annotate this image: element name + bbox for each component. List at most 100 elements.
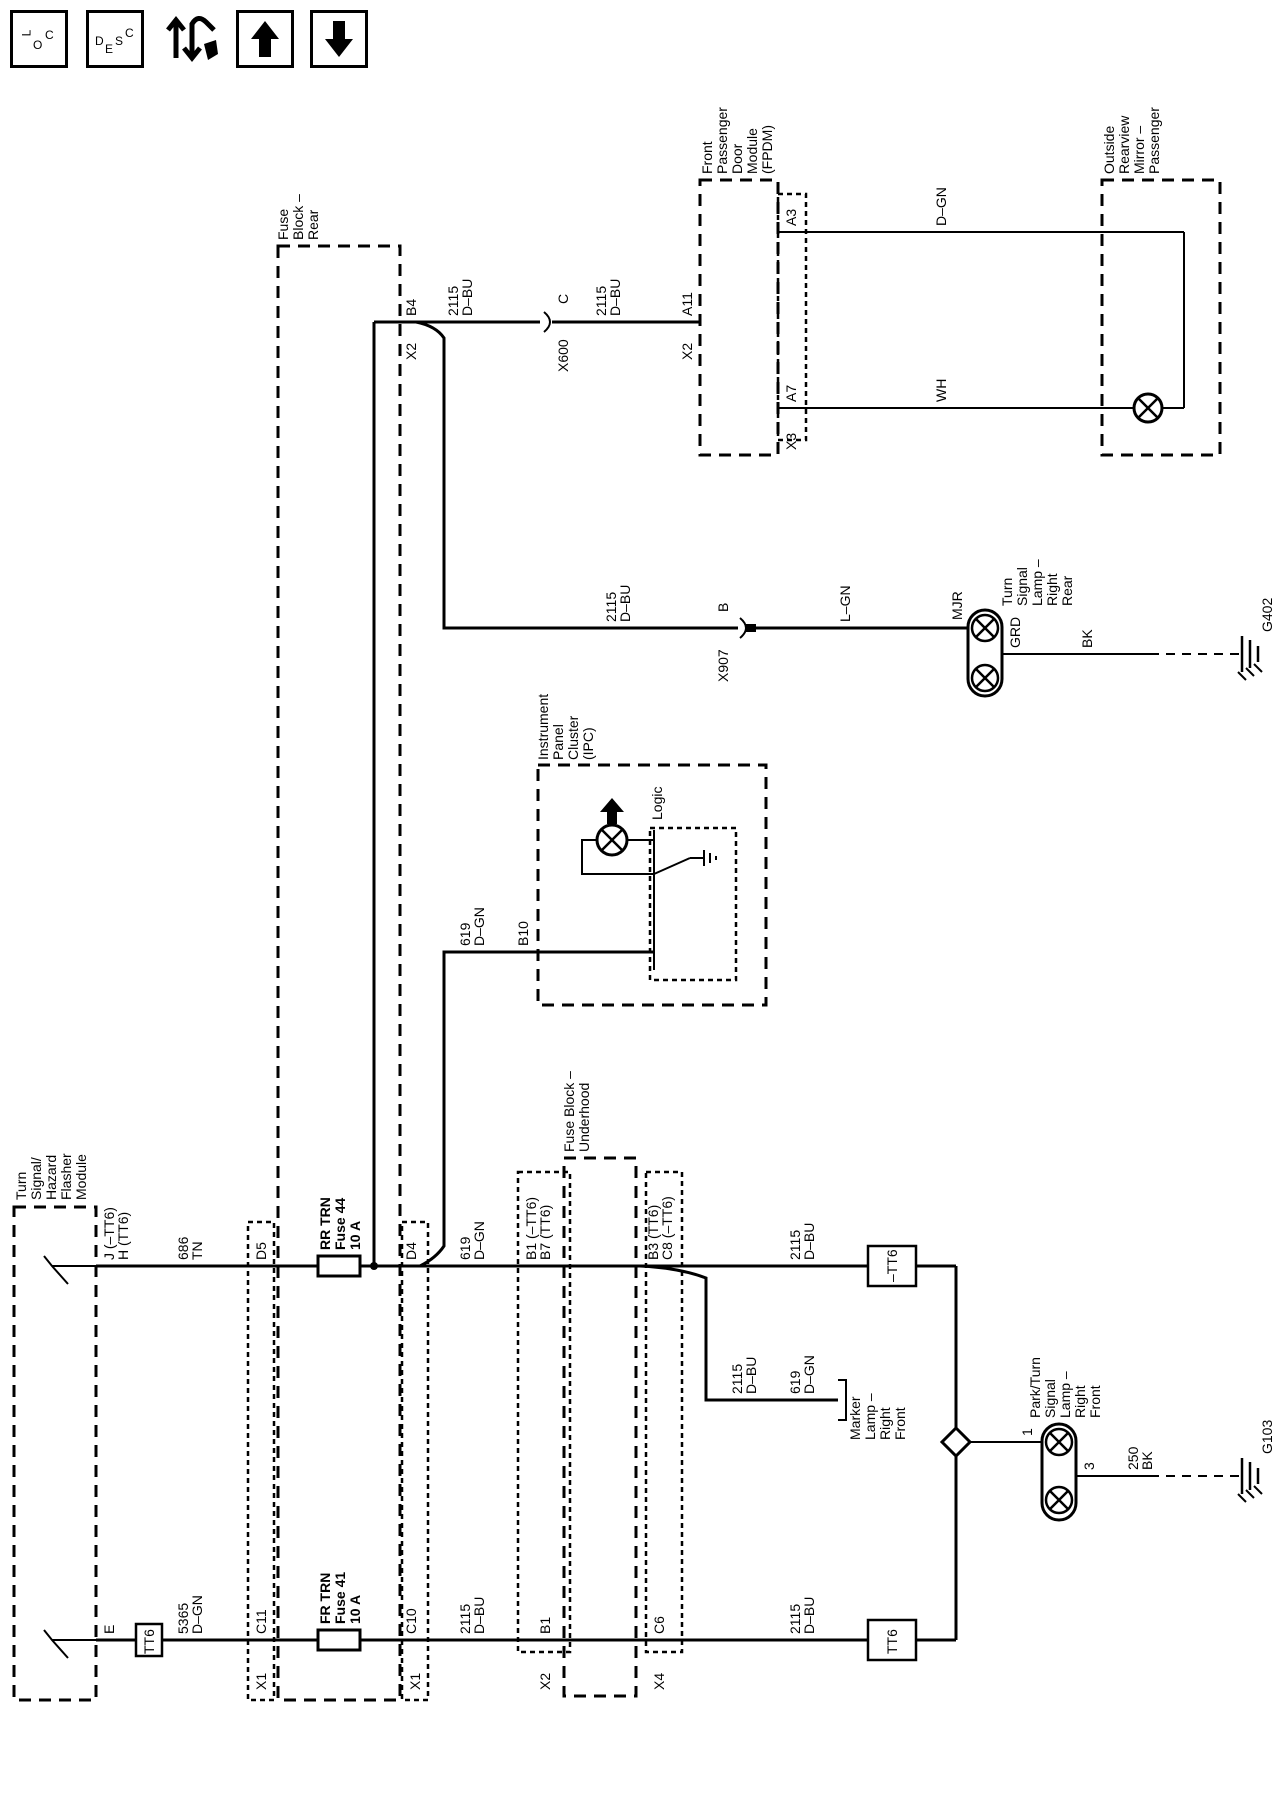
pin-a7: A7 (783, 385, 799, 402)
location-button[interactable]: L O C (10, 10, 68, 68)
pin-x2-fpdm: X2 (679, 343, 695, 360)
ground-g103 (1240, 1458, 1260, 1494)
flasher-module-label: Turn Signal/ Hazard Flasher Module (13, 1149, 89, 1200)
wire-2115-a-label: 2115D–BU (457, 1597, 487, 1634)
description-button[interactable]: D E S C (86, 10, 144, 68)
wire-619-marker-label: 619D–GN (787, 1355, 817, 1394)
pin-b3-tt6: B3 (TT6) (645, 1205, 661, 1260)
pin-b10: B10 (515, 921, 531, 946)
pin-c11: C11 (253, 1609, 269, 1634)
option-tt6 (866, 1618, 918, 1662)
page-down-button[interactable] (310, 10, 368, 68)
pin-x600: X600 (555, 339, 571, 372)
wire-dgn-label: D–GN (933, 187, 949, 226)
pin-b7-tt6: B7 (TT6) (537, 1205, 553, 1260)
pin-x2-underhood: X2 (537, 1673, 553, 1690)
fpdm-label: Front Passenger Door Module (FPDM) (699, 103, 775, 174)
wire-2115-marker-label: 2115D–BU (729, 1357, 759, 1394)
connector-x2-underhood-box (516, 1170, 572, 1654)
pin-x1-left: X1 (253, 1673, 269, 1690)
pin-grd: GRD (1007, 617, 1023, 648)
ipc-logic-box (648, 826, 738, 982)
pin-e: E (101, 1625, 117, 1634)
fpdm-box (698, 178, 780, 457)
option-neg-tt6 (866, 1244, 918, 1288)
pin-d5: D5 (253, 1242, 269, 1260)
desc-letter-c: C (125, 26, 134, 40)
wire-5365-label: 5365D–GN (175, 1595, 205, 1634)
pin-c6: C6 (651, 1616, 667, 1634)
connector-x3-box (776, 192, 808, 442)
pin-b4: B4 (403, 299, 419, 316)
pin-b1-tt6: B1 (–TT6) (523, 1197, 539, 1260)
wire-2115-g-label: 2115D–BU (787, 1597, 817, 1634)
fuse-block-underhood-label: Fuse Block – Underhood (561, 1067, 592, 1152)
splice-diamond (939, 1425, 973, 1459)
ground-g103-label: G103 (1259, 1420, 1275, 1454)
pin-x907: X907 (715, 649, 731, 682)
pin-park-3: 3 (1081, 1462, 1097, 1470)
mirror-box (1100, 178, 1222, 457)
fuse-block-underhood-box (562, 1156, 638, 1698)
wire-686-label: 686TN (175, 1236, 205, 1260)
marker-lamp-symbol (838, 1379, 847, 1421)
ground-g402 (1240, 636, 1260, 672)
fuse-44 (316, 1254, 362, 1278)
marker-lamp-label: Marker Lamp – Right Front (847, 1389, 908, 1440)
fuse-block-rear-box (276, 244, 402, 1702)
pin-b1: B1 (537, 1617, 553, 1634)
wire-619-b-label: 619D–GN (457, 907, 487, 946)
pin-park-1: 1 (1019, 1428, 1035, 1436)
pin-c10: C10 (403, 1608, 419, 1634)
flasher-switch-top (43, 1255, 69, 1285)
wire-lgn-label: L–GN (837, 585, 853, 622)
pin-mjr: MJR (949, 591, 965, 620)
park-lamp-label: Park/Turn Signal Lamp – Right Front (1027, 1353, 1103, 1418)
option-tt6-label: TT6 (884, 1629, 900, 1654)
connector-x4-box (644, 1170, 684, 1654)
wire-tool-icon (166, 15, 218, 63)
ground-g402-label: G402 (1259, 598, 1275, 632)
wire-2115-d-label: 2115D–BU (603, 585, 633, 622)
arrow-up-icon (251, 21, 279, 57)
pin-d4: D4 (403, 1242, 419, 1260)
desc-letter-s: S (115, 34, 124, 48)
pin-x600-c: C (555, 294, 571, 304)
x907-connector (739, 617, 747, 639)
pin-x4: X4 (651, 1673, 667, 1690)
wire-2115-f-label: 2115D–BU (787, 1223, 817, 1260)
connector-x1-left-box (246, 1220, 276, 1702)
option-neg-tt6-label: –TT6 (884, 1249, 900, 1282)
pin-x2-rear: X2 (403, 343, 419, 360)
fuse-41 (316, 1628, 362, 1652)
arrow-down-icon (325, 21, 353, 57)
fuse-block-rear-label: Fuse Block – Rear (275, 190, 321, 240)
wire-bk-label: BK (1079, 629, 1095, 648)
logic-label: Logic (649, 787, 665, 820)
pin-a11: A11 (679, 292, 695, 316)
ipc-arrow-icon (600, 798, 624, 824)
wire-wh-label: WH (933, 379, 949, 402)
wire-619-a-label: 619D–GN (457, 1221, 487, 1260)
splice-fuse44 (370, 1262, 378, 1270)
ipc-box (536, 763, 768, 1007)
option-tt6-flasher-label: TT6 (141, 1629, 157, 1654)
desc-letter-d: D (95, 34, 104, 48)
pin-x1-right: X1 (407, 1673, 423, 1690)
turn-lamp-rear-label: Turn Signal Lamp – Right Rear (999, 555, 1075, 606)
wire-2115-c-label: 2115D–BU (593, 279, 623, 316)
fuse-44-label: RR TRN Fuse 44 10 A (317, 1193, 363, 1250)
fuse-41-label: FR TRN Fuse 41 10 A (317, 1568, 363, 1624)
desc-letter-e: E (105, 42, 114, 56)
mirror-label: Outside Rearview Mirror – Passenger (1101, 107, 1162, 174)
flasher-switch-bottom (43, 1629, 69, 1659)
flasher-module-box (12, 1205, 98, 1702)
pin-c8-tt6: C8 (–TT6) (659, 1196, 675, 1260)
pin-a3: A3 (783, 209, 799, 226)
connector-x1-right-box (400, 1220, 430, 1702)
wire-tool-button[interactable] (160, 10, 224, 68)
pin-j: J (–TT6) (101, 1207, 117, 1260)
x600-connector (543, 311, 551, 333)
page-up-button[interactable] (236, 10, 294, 68)
